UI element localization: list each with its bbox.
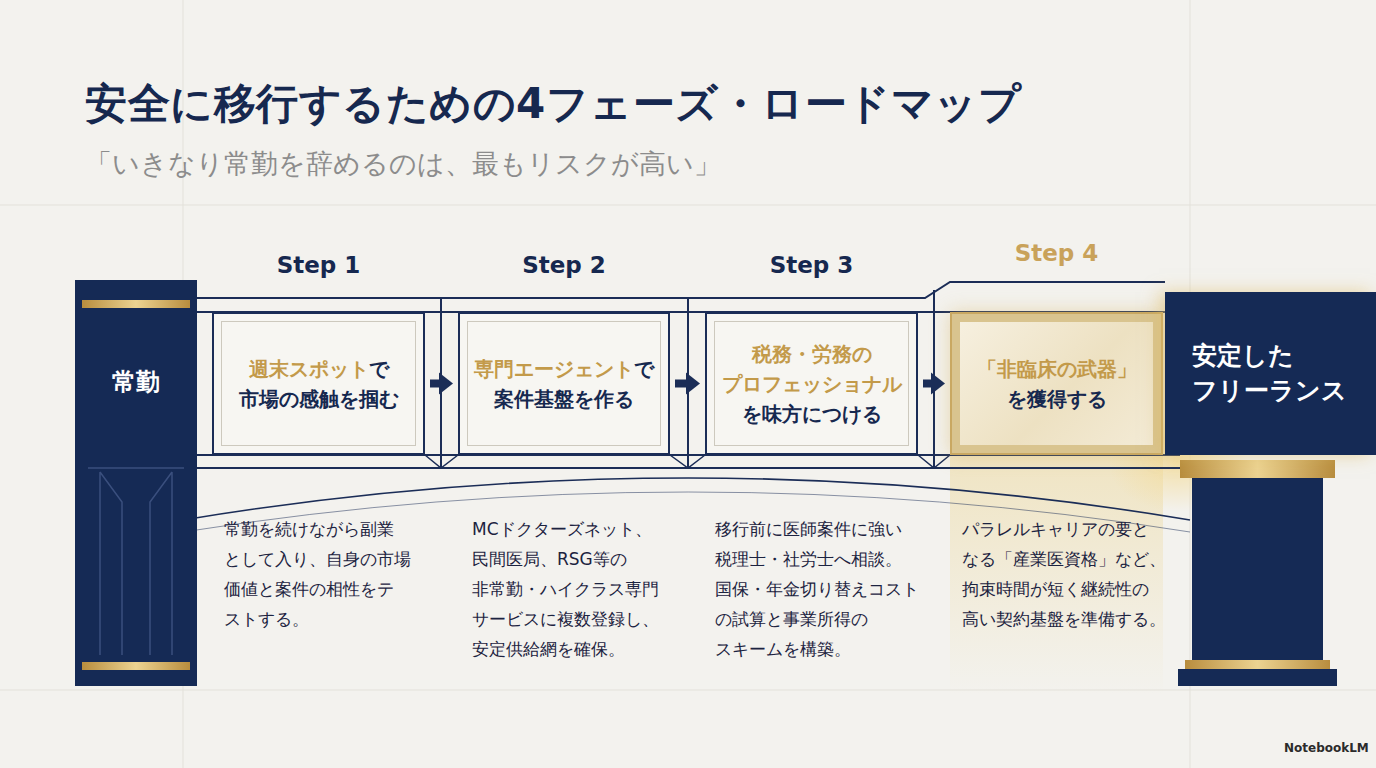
step-box: Step 3税務・労務の プロフェッショナルを味方につける移行前に医師案件に強い… <box>705 312 918 455</box>
heading-text-group: 税務・労務の プロフェッショナルを味方につける <box>719 339 905 429</box>
flow-arrow <box>923 373 945 395</box>
step-description: 常勤を続けながら副業 として入り、自身の市場 価値と案件の相性をテ ストする。 <box>224 514 416 634</box>
step-label: Step 4 <box>952 240 1161 266</box>
flow-arrow <box>675 373 700 395</box>
watermark: NotebookLM <box>1284 741 1369 755</box>
pillar-node: 常勤 <box>75 280 197 686</box>
flow-arrow <box>430 373 453 395</box>
step-box: Step 2専門エージェントで 案件基盤を作るMCドクターズネット、 民間医局、… <box>458 312 670 455</box>
goal-box: 安定した フリーランス <box>1165 292 1376 455</box>
heading-text-group: 「非臨床の武器」を獲得する <box>964 354 1150 414</box>
arrow-head <box>931 373 945 395</box>
heading-text-group: 週末スポットで 市場の感触を掴む <box>226 354 412 414</box>
step-heading: を獲得する <box>964 384 1150 414</box>
step-keyword: 「非臨床の武器」 <box>977 357 1137 381</box>
step-description: パラレルキャリアの要と なる「産業医資格」など、 拘束時間が短く継続性の 高い契… <box>962 514 1172 634</box>
arrow-head <box>439 373 453 395</box>
step-description: 移行前に医師案件に強い 税理士・社労士へ相談。 国保・年金切り替えコスト の試算… <box>715 514 925 664</box>
step-keyword: 専門エージェント <box>474 357 634 381</box>
heading-text-group: 専門エージェントで 案件基盤を作る <box>471 354 657 414</box>
subtitle: 「いきなり常勤を辞めるのは、最もリスクが高い」 <box>85 146 721 182</box>
diagram-title: 安全に移行するための4フェーズ・ロードマップ <box>85 76 1021 132</box>
step-keyword: 週末スポット <box>249 357 369 381</box>
step-box: Step 1週末スポットで 市場の感触を掴む常勤を続けながら副業 として入り、自… <box>212 312 425 455</box>
step-label: Step 2 <box>460 252 668 278</box>
freelance-pillar <box>1178 460 1337 686</box>
step-box: Step 4「非臨床の武器」を獲得するパラレルキャリアの要と なる「産業医資格」… <box>950 312 1163 455</box>
node-label: 安定した フリーランス <box>1192 338 1342 408</box>
step-description: MCドクターズネット、 民間医局、RSG等の 非常勤・ハイクラス専門 サービスに… <box>472 514 664 664</box>
bridge-deck <box>197 282 1180 468</box>
arrow-shaft <box>675 380 690 388</box>
arrow-head <box>686 373 700 395</box>
step4-glow <box>950 455 1163 695</box>
step-label: Step 3 <box>707 252 916 278</box>
step-heading: を味方につける <box>719 399 905 429</box>
node-label: 常勤 <box>75 366 197 398</box>
arrow-shaft <box>430 380 443 388</box>
arrow-shaft <box>923 380 935 388</box>
step-label: Step 1 <box>214 252 423 278</box>
step-keyword: 税務・労務の プロフェッショナル <box>722 342 902 396</box>
